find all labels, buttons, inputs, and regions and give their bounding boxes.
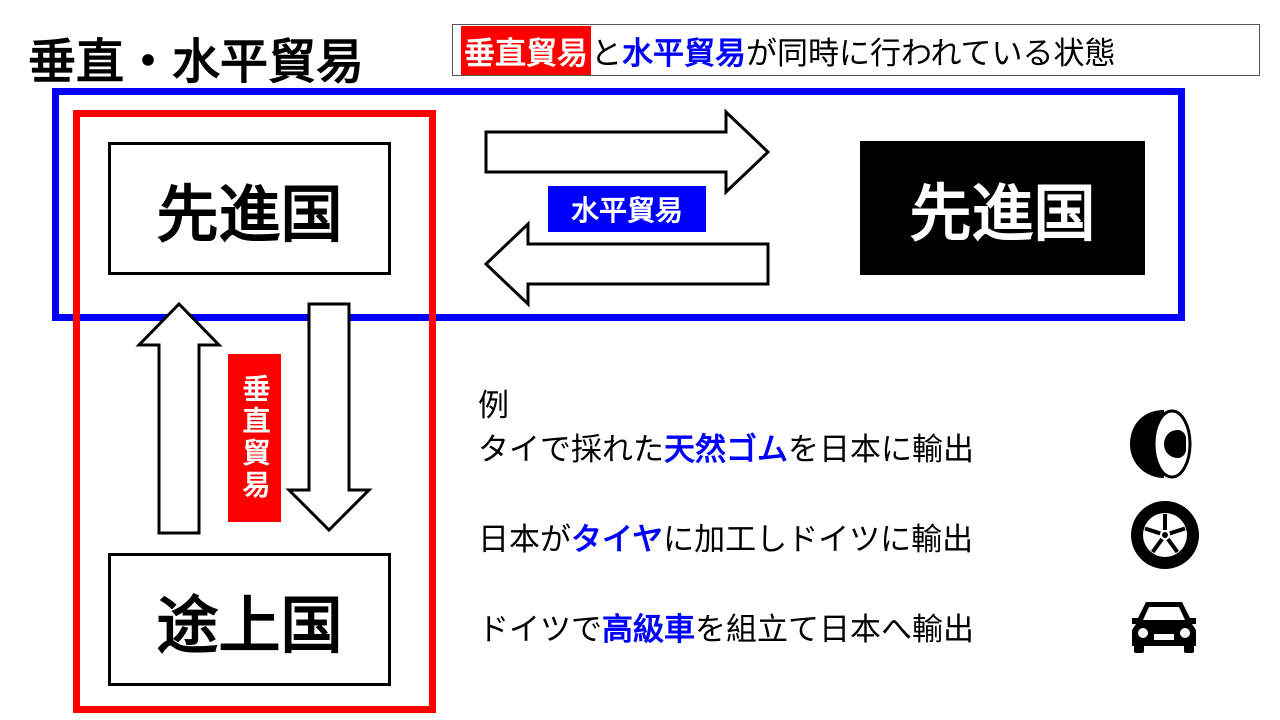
example-keyword: タイヤ [571, 522, 664, 558]
vertical-trade-label: 垂直貿易 [228, 354, 281, 522]
arrow-right-icon [484, 108, 771, 196]
developed-country-box: 先進国 [108, 142, 391, 275]
subtitle-rest: が同時に行われている状態 [746, 35, 1116, 72]
subtitle-box: 垂直貿易 と 水平貿易 が同時に行われている状態 [452, 24, 1260, 76]
page-title: 垂直・水平貿易 [28, 34, 365, 90]
horizontal-trade-label: 水平貿易 [548, 186, 706, 232]
example-keyword: 高級車 [602, 612, 695, 648]
example-line-car: ドイツで高級車を組立て日本へ輸出 [478, 604, 974, 649]
subtitle-and: と [591, 35, 622, 72]
arrow-down-icon [285, 302, 373, 533]
example-text: を日本に輸出 [788, 432, 974, 468]
example-heading: 例 [478, 388, 509, 424]
example-keyword: 天然ゴム [664, 432, 788, 468]
subtitle-vertical: 垂直貿易 [461, 25, 591, 75]
rubber-icon [1130, 409, 1192, 479]
vertical-trade-frame [73, 110, 436, 713]
tire-icon [1131, 501, 1199, 569]
arrow-up-icon [135, 301, 223, 535]
subtitle-horizontal: 水平貿易 [622, 35, 746, 72]
example-line-tire: 日本がタイヤに加工しドイツに輸出 [478, 514, 973, 559]
developing-country-box: 途上国 [108, 553, 391, 686]
example-line-rubber: タイで採れた天然ゴムを日本に輸出 [478, 424, 974, 469]
car-icon [1132, 602, 1196, 653]
developed-country-box-right: 先進国 [860, 141, 1145, 275]
example-text: を組立て日本へ輸出 [695, 612, 974, 648]
example-text: 日本が [478, 522, 571, 558]
example-text: に加工しドイツに輸出 [663, 522, 974, 558]
arrow-left-icon [483, 220, 770, 308]
example-text: タイで採れた [478, 432, 664, 468]
example-text: ドイツで [478, 612, 602, 648]
horizontal-trade-frame [52, 88, 1185, 321]
